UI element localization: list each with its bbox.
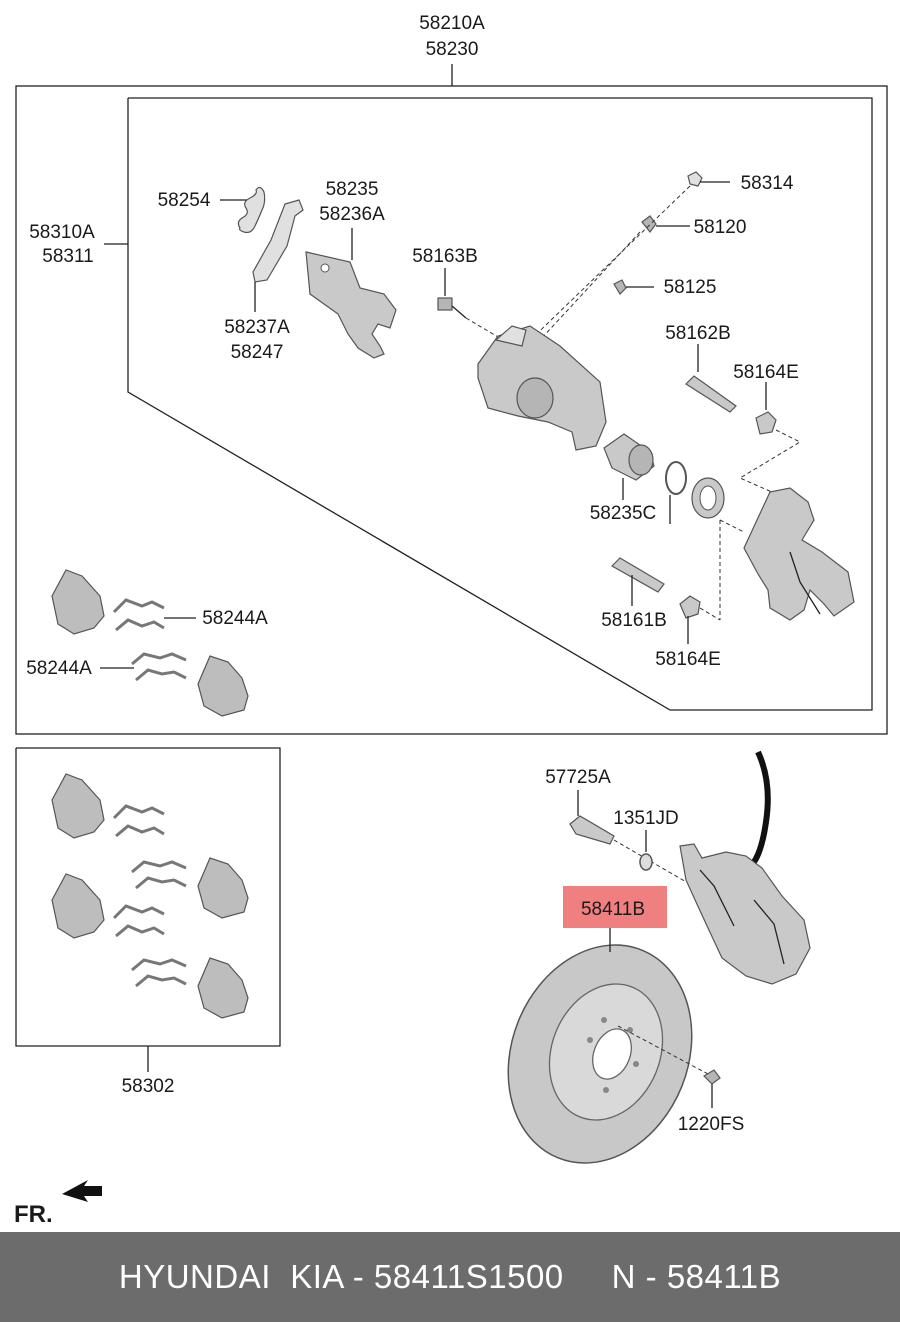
disc-screw-part <box>703 1069 721 1108</box>
spring-part <box>220 186 266 234</box>
caliper-assembly-frame <box>15 64 888 735</box>
label-piston[interactable]: 58235C <box>590 503 657 524</box>
label-disc[interactable]: 58411B <box>581 899 645 920</box>
piston-part <box>603 433 725 524</box>
carrier-bracket-top <box>719 487 855 621</box>
washer-part <box>639 830 653 871</box>
label-bleeder-cap[interactable]: 58125 <box>664 277 717 298</box>
caliper-body <box>477 325 607 451</box>
footer-ref-text: N - 58411B <box>611 1258 782 1295</box>
guide-pin-lower-part <box>611 557 665 606</box>
caliper-assembled <box>679 750 811 985</box>
label-assembly-top-1[interactable]: 58210A <box>419 13 485 34</box>
guide-pin-upper-part <box>685 344 737 413</box>
label-assembly-top-2[interactable]: 58230 <box>426 39 479 60</box>
label-bracket-1[interactable]: 58235 <box>326 179 379 200</box>
parts-diagram: 58210A 58230 58310A 58311 58254 58237A 5… <box>14 13 888 1228</box>
bleeder-parts <box>519 171 730 351</box>
label-mount-bolt[interactable]: 57725A <box>545 767 611 788</box>
lever-part <box>252 199 304 312</box>
label-boot-upper[interactable]: 58164E <box>733 362 799 383</box>
footer-brand-text: HYUNDAI KIA - 58411S1500 <box>118 1258 564 1295</box>
label-spring[interactable]: 58254 <box>158 190 211 211</box>
label-lever-2[interactable]: 58247 <box>231 342 284 363</box>
label-shim-upper[interactable]: 58244A <box>202 608 268 629</box>
label-washer[interactable]: 1351JD <box>613 808 679 829</box>
label-lever-1[interactable]: 58237A <box>224 317 290 338</box>
boot-upper-part <box>738 382 802 501</box>
boot-lower-part <box>679 595 721 644</box>
label-bracket-2[interactable]: 58236A <box>319 204 385 225</box>
front-indicator: FR. <box>14 1201 53 1228</box>
label-shim-lower[interactable]: 58244A <box>26 658 92 679</box>
bracket-part <box>305 228 397 359</box>
mount-bolt-part <box>569 790 701 891</box>
label-bleeder[interactable]: 58120 <box>694 217 747 238</box>
label-guide-pin-lower[interactable]: 58161B <box>601 610 667 631</box>
footer-bar: HYUNDAI KIA - 58411S1500 N - 58411B <box>0 1232 900 1322</box>
disc-part <box>507 944 709 1164</box>
label-bolt-upper[interactable]: 58163B <box>412 246 478 267</box>
label-guide-pin-upper[interactable]: 58162B <box>665 323 731 344</box>
pad-kit-box <box>15 747 281 1072</box>
label-caliper-assy-2[interactable]: 58311 <box>42 246 93 267</box>
disc-label-highlight[interactable]: 58411B <box>563 886 667 952</box>
label-boot-lower[interactable]: 58164E <box>655 649 721 670</box>
pads-top <box>51 569 249 717</box>
label-caliper-assy-1[interactable]: 58310A <box>29 222 95 243</box>
label-pad-kit[interactable]: 58302 <box>122 1076 175 1097</box>
label-cap[interactable]: 58314 <box>741 173 794 194</box>
arrow-left-icon <box>62 1180 102 1202</box>
label-disc-screw[interactable]: 1220FS <box>678 1114 745 1135</box>
